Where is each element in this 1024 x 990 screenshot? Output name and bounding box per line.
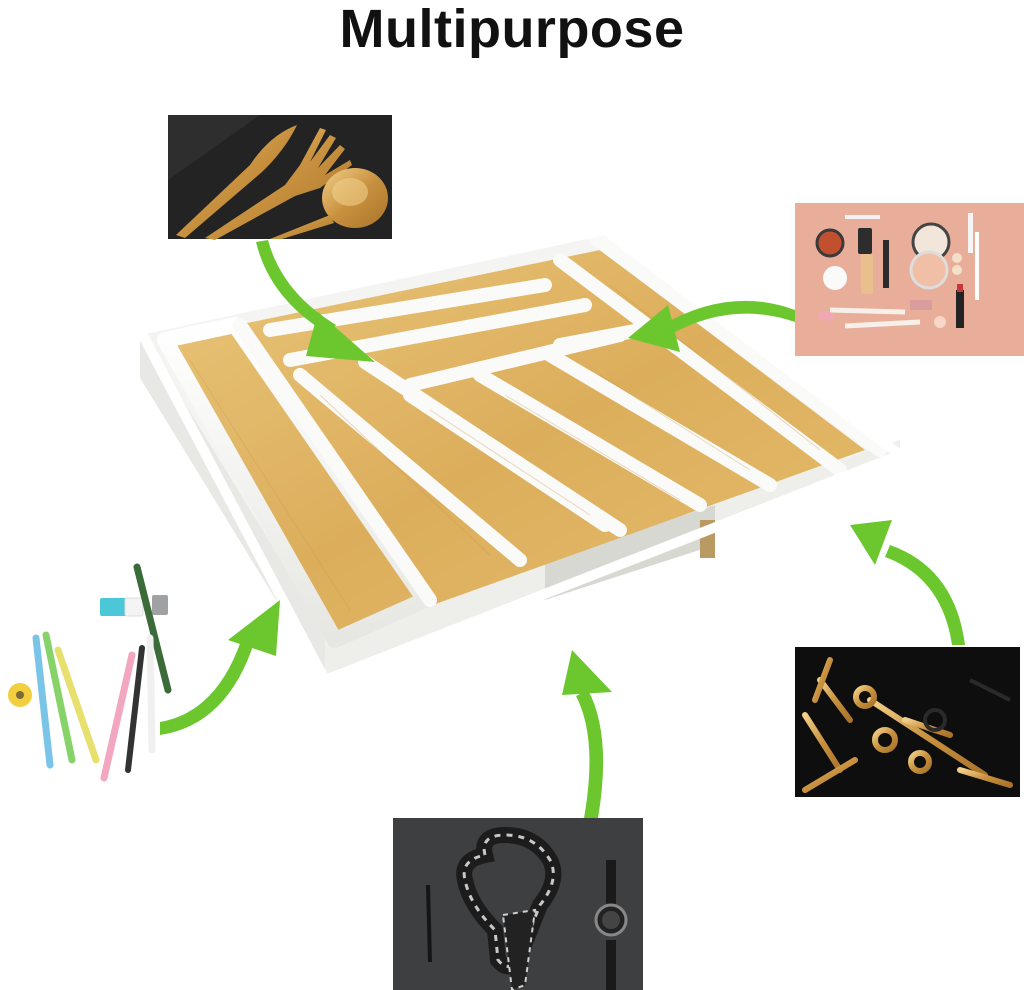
page-title: Multipurpose xyxy=(339,0,685,59)
arrows xyxy=(160,240,965,818)
arrow-tools-to-tray xyxy=(850,520,965,645)
arrow-cosmetics-to-tray xyxy=(628,300,795,352)
cutlery-photo xyxy=(168,115,392,240)
cosmetics-photo xyxy=(795,203,1024,356)
arrow-accessories-to-tray xyxy=(562,650,612,818)
tools-photo xyxy=(795,647,1020,797)
arrow-stationery-to-tray xyxy=(160,600,280,735)
stationery-photo xyxy=(8,563,172,782)
accessories-photo xyxy=(393,818,643,990)
arrow-cutlery-to-tray xyxy=(256,240,375,362)
drawer-organizer-tray xyxy=(135,225,905,685)
